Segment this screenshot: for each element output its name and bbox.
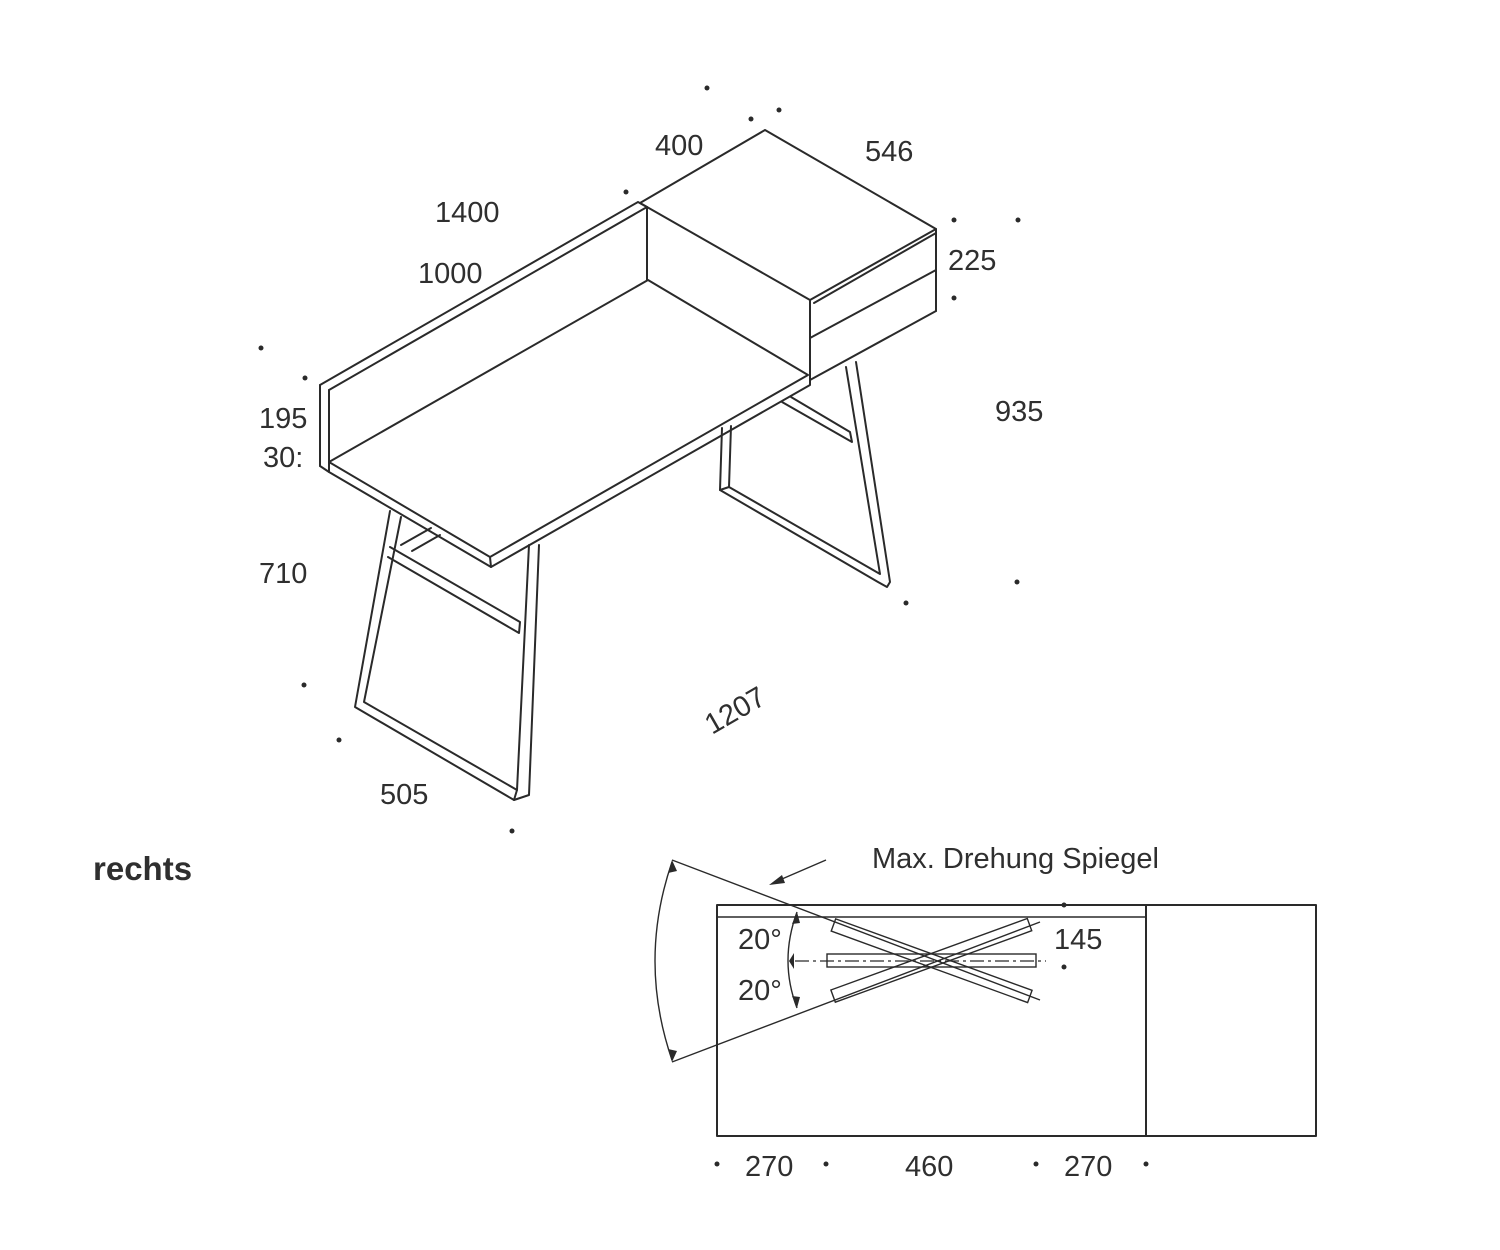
- mirror-rotation-label: Max. Drehung Spiegel: [872, 843, 1159, 875]
- dim-table-height: 710: [259, 558, 307, 590]
- dim-total-width: 1400: [435, 197, 500, 229]
- rotation-line-upper: [671, 859, 1041, 1001]
- plan-view: Max. Drehung Spiegel 20° 20° 145 270 460…: [654, 843, 1317, 1183]
- dim-total-height: 935: [995, 396, 1043, 428]
- dim-bottom-left: 270: [745, 1151, 793, 1183]
- dimension-dots-plan: [714, 902, 1149, 1167]
- back-panel: [319, 201, 648, 473]
- mirror-rotated-up: [829, 917, 1033, 1004]
- dim-cabinet-width: 546: [865, 136, 913, 168]
- dim-cabinet-height: 225: [948, 245, 996, 277]
- dim-bottom-right: 270: [1064, 1151, 1112, 1183]
- dim-depth-top: 400: [655, 130, 703, 162]
- rotation-line-lower: [671, 921, 1041, 1063]
- dim-back-height: 195: [259, 403, 307, 435]
- dim-diagonal: 1207: [700, 681, 772, 741]
- left-leg-frame: [354, 510, 540, 801]
- isometric-desk-view: 400 546 1400 1000 225 195 30: 935 710 12…: [258, 85, 1043, 834]
- dim-leg-depth: 505: [380, 779, 428, 811]
- right-leg-frame: [719, 361, 891, 588]
- plan-cabinet-outline: [1145, 904, 1317, 1137]
- rotation-arc-outer: [654, 861, 673, 1061]
- dim-desk-width: 1000: [418, 258, 483, 290]
- dim-mirror-width: 145: [1054, 924, 1102, 956]
- desk-top: [328, 279, 811, 568]
- dim-top-thickness: 30:: [263, 442, 303, 474]
- angle-lower-label: 20°: [738, 975, 782, 1007]
- dim-bottom-middle: 460: [905, 1151, 953, 1183]
- section-label: rechts: [93, 850, 192, 887]
- drawer-cabinet: [639, 129, 937, 381]
- mirror-label-arrow: [774, 859, 827, 883]
- mirror-center-position: [795, 953, 1046, 968]
- dimension-dots-isometric: [258, 85, 1021, 834]
- angle-upper-label: 20°: [738, 924, 782, 956]
